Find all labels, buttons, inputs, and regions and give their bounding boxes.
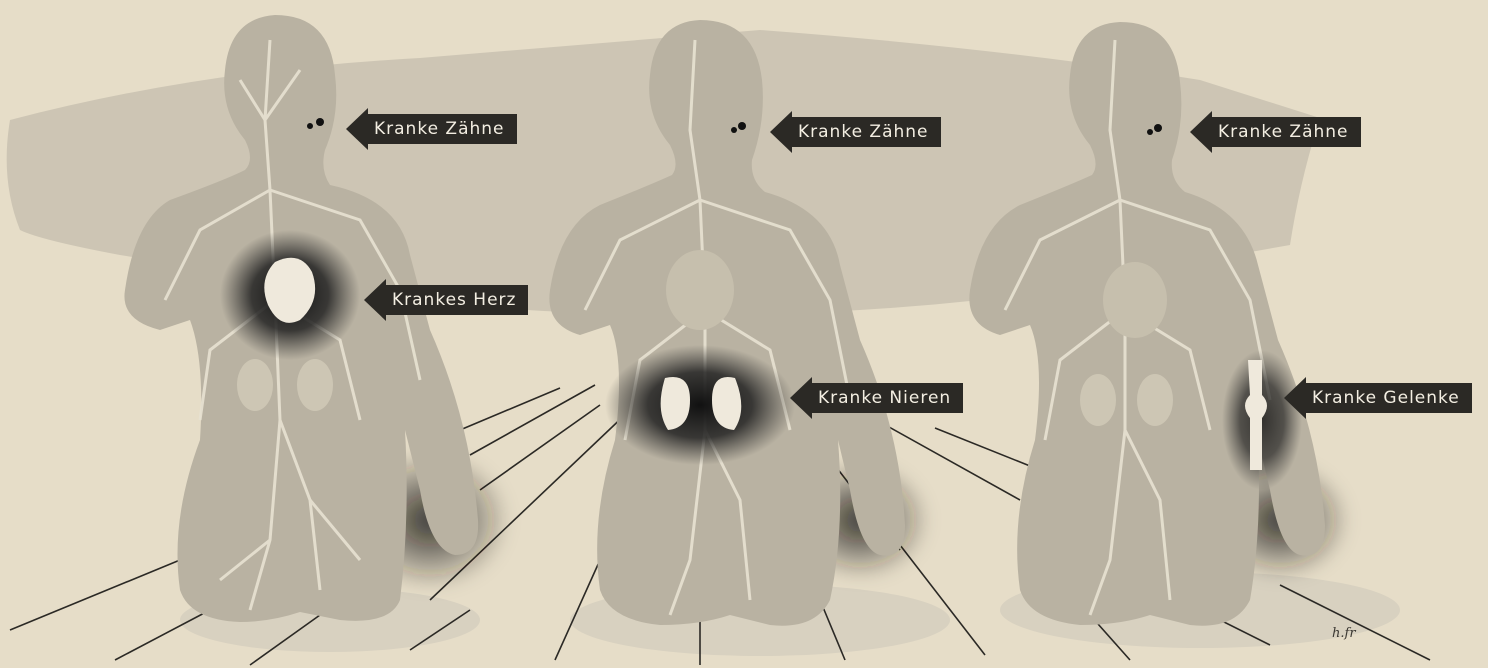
label-middle-teeth: Kranke Zähne [770, 111, 941, 153]
label-left-teeth: Kranke Zähne [346, 108, 517, 150]
kidneys-middle [605, 345, 795, 465]
arrow-left-icon [770, 111, 792, 153]
arrow-left-icon [1190, 111, 1212, 153]
label-text: Kranke Gelenke [1306, 383, 1472, 413]
label-text: Kranke Zähne [792, 117, 941, 147]
label-right-joints: Kranke Gelenke [1284, 377, 1472, 419]
arrow-left-icon [1284, 377, 1306, 419]
label-right-teeth: Kranke Zähne [1190, 111, 1361, 153]
label-left-heart: Krankes Herz [364, 279, 528, 321]
arrow-left-icon [790, 377, 812, 419]
label-text: Kranke Zähne [368, 114, 517, 144]
label-middle-kidneys: Kranke Nieren [790, 377, 963, 419]
arrow-left-icon [364, 279, 386, 321]
label-text: Kranke Zähne [1212, 117, 1361, 147]
label-text: Krankes Herz [386, 285, 528, 315]
label-text: Kranke Nieren [812, 383, 963, 413]
arrow-left-icon [346, 108, 368, 150]
artist-signature: h.fr [1332, 626, 1356, 641]
